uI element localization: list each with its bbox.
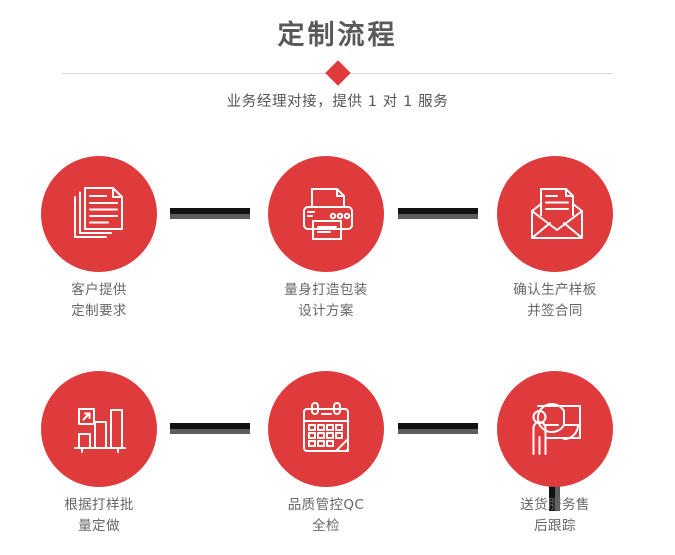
connector-horizontal-4 bbox=[398, 423, 478, 434]
page-title: 定制流程 bbox=[277, 20, 398, 51]
connector-bar bbox=[549, 473, 555, 511]
header-section: 定制流程 业务经理对接，提供 1 对 1 服务 bbox=[0, 0, 675, 130]
connector-bar bbox=[398, 423, 478, 429]
connector-bar bbox=[170, 208, 250, 214]
flow-step-4-label-line1: 根据打样批 bbox=[64, 497, 134, 513]
flow-step-5-label: 品质管控QC 全检 bbox=[226, 495, 426, 537]
flow-step-5-label-line2: 全检 bbox=[312, 518, 340, 534]
bar-chart-growth-icon bbox=[41, 371, 157, 487]
flow-step-6-label-line1: 送货服务售 bbox=[520, 497, 590, 513]
flow-step-5[interactable]: 品质管控QC 全检 bbox=[226, 355, 426, 555]
connector-bar bbox=[170, 423, 250, 429]
calendar-icon bbox=[268, 371, 384, 487]
flow-step-3-label: 确认生产样板 并签合同 bbox=[455, 280, 655, 322]
connector-shadow bbox=[170, 214, 250, 219]
diamond-icon bbox=[324, 60, 351, 86]
flow-step-2[interactable]: 量身打造包装 设计方案 bbox=[226, 140, 426, 340]
flow-step-6-label: 送货服务售 后跟踪 bbox=[455, 495, 655, 537]
flow-step-6[interactable]: 送货服务售 后跟踪 bbox=[455, 355, 655, 555]
flow-row-bottom: 根据打样批 量定做 bbox=[0, 355, 675, 555]
connector-horizontal-3 bbox=[170, 423, 250, 434]
flow-step-2-label-line2: 设计方案 bbox=[298, 303, 354, 319]
flow-step-1-label: 客户提供 定制要求 bbox=[0, 280, 199, 322]
flow-step-3-label-line2: 并签合同 bbox=[527, 303, 583, 319]
connector-shadow bbox=[555, 473, 560, 511]
flow-step-5-label-line1: 品质管控QC bbox=[287, 497, 365, 513]
flow-step-1[interactable]: 客户提供 定制要求 bbox=[0, 140, 199, 340]
flow-step-2-label: 量身打造包装 设计方案 bbox=[226, 280, 426, 322]
flow-step-1-label-line1: 客户提供 bbox=[71, 282, 127, 298]
flow-step-4-label: 根据打样批 量定做 bbox=[0, 495, 199, 537]
envelope-document-icon bbox=[497, 156, 613, 272]
connector-vertical bbox=[549, 473, 560, 511]
page-subtitle: 业务经理对接，提供 1 对 1 服务 bbox=[226, 94, 449, 110]
connector-bar bbox=[398, 208, 478, 214]
connector-shadow bbox=[398, 214, 478, 219]
connector-shadow bbox=[398, 429, 478, 434]
documents-stack-icon bbox=[41, 156, 157, 272]
flow-step-3[interactable]: 确认生产样板 并签合同 bbox=[455, 140, 655, 340]
connector-shadow bbox=[170, 429, 250, 434]
flow-step-4[interactable]: 根据打样批 量定做 bbox=[0, 355, 199, 555]
connector-horizontal-2 bbox=[398, 208, 478, 219]
process-flow: 客户提供 定制要求 bbox=[0, 140, 675, 550]
flow-row-top: 客户提供 定制要求 bbox=[0, 140, 675, 340]
divider bbox=[62, 60, 613, 86]
flow-step-2-label-line1: 量身打造包装 bbox=[284, 282, 368, 298]
flow-step-3-label-line1: 确认生产样板 bbox=[513, 282, 597, 298]
printer-icon bbox=[268, 156, 384, 272]
connector-horizontal-1 bbox=[170, 208, 250, 219]
presentation-person-icon bbox=[497, 371, 613, 487]
flow-step-6-label-line2: 后跟踪 bbox=[534, 518, 576, 534]
flow-step-4-label-line2: 量定做 bbox=[78, 518, 120, 534]
flow-step-1-label-line2: 定制要求 bbox=[71, 303, 127, 319]
